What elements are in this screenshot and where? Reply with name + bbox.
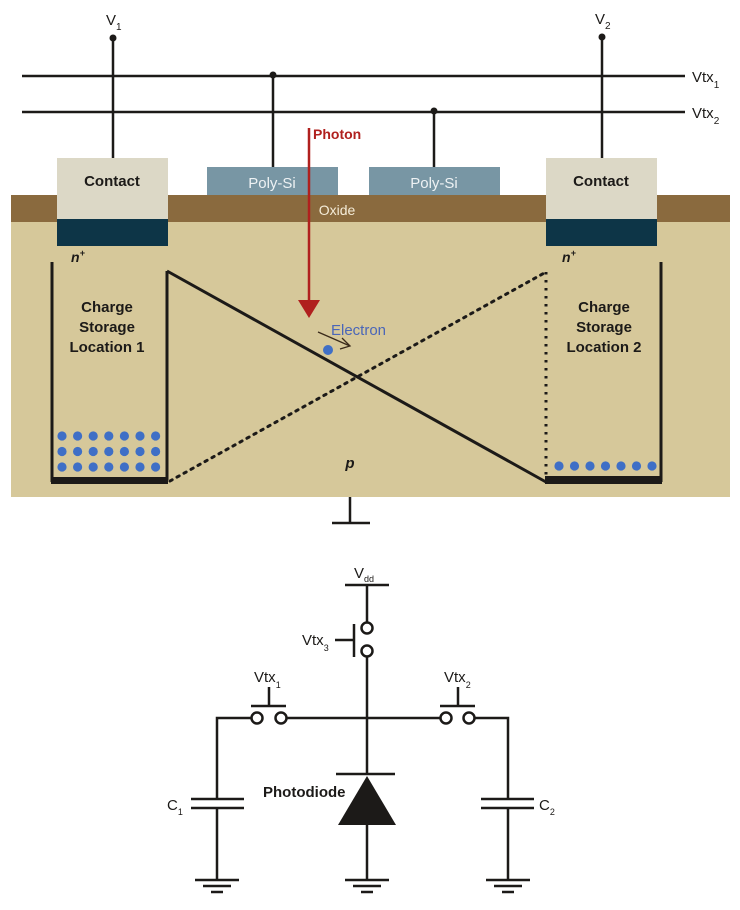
storage-1-line-1: Charge	[81, 299, 133, 316]
vtx2-switch-terminal-left	[439, 711, 453, 725]
stored-electron	[104, 446, 114, 457]
vtx2-switch-terminal-right	[462, 711, 476, 725]
storage-location-2-label: Charge Storage Location 2	[566, 299, 641, 356]
stored-electron	[616, 461, 626, 471]
photon-arrowhead	[298, 300, 320, 318]
c2-label: C2	[539, 797, 555, 817]
c1-branch-wire	[215, 716, 251, 800]
vtx1-circuit-label: Vtx1	[254, 669, 281, 690]
photodiode-icon	[338, 776, 396, 825]
contact-left-label: Contact	[84, 173, 140, 190]
n-plus-left-label: n+	[71, 248, 86, 265]
vdd-label: Vdd	[354, 565, 374, 584]
equivalent-circuit	[191, 583, 534, 894]
contact-right-label: Contact	[573, 173, 629, 190]
stored-electron	[151, 446, 161, 457]
electron-arrowhead-icon	[339, 337, 352, 350]
n-plus-left	[57, 219, 168, 246]
poly-si-left-label: Poly-Si	[248, 175, 296, 192]
gate1-junction-dot	[269, 71, 277, 79]
photodiode-label: Photodiode	[263, 784, 346, 801]
v1-node-dot	[109, 34, 117, 42]
stored-electron	[135, 462, 145, 472]
stored-electron	[600, 461, 611, 471]
vtx2-rail-label: Vtx2	[692, 105, 720, 127]
electron-motion-arrow	[317, 331, 351, 347]
storage-1-line-2: Storage	[79, 319, 135, 336]
stored-electron	[104, 431, 114, 441]
stored-electron	[151, 431, 161, 441]
poly-si-right-label: Poly-Si	[410, 175, 458, 192]
c1-label: C1	[167, 797, 183, 817]
contact-right	[546, 158, 657, 220]
stored-electron	[135, 446, 145, 457]
vtx3-terminal-top	[360, 621, 374, 635]
vtx1-switch-terminal-right	[274, 711, 288, 725]
well1-floor	[51, 477, 168, 484]
storage-1-line-3: Location 1	[69, 339, 144, 356]
well2-floor	[545, 476, 662, 484]
v2-node-dot	[598, 33, 606, 41]
stored-electrons-left	[57, 431, 161, 472]
gate2-junction-dot	[430, 107, 438, 115]
stored-electron	[569, 461, 580, 471]
stored-electron	[57, 446, 67, 457]
stored-electron	[135, 431, 145, 441]
stored-electron	[57, 431, 67, 441]
storage-location-1-label: Charge Storage Location 1	[69, 299, 144, 356]
potential-solid-slope	[166, 269, 547, 484]
stored-electron	[151, 462, 161, 472]
electron-label: Electron	[331, 322, 386, 339]
stored-electron	[104, 462, 114, 472]
p-substrate-label: p	[344, 455, 354, 472]
poly-si-gate-left	[207, 167, 338, 195]
n-plus-right-label: n+	[562, 248, 577, 265]
stored-electron	[73, 446, 83, 457]
electron-dot	[323, 345, 333, 355]
v2-label: V2	[595, 11, 611, 32]
cross-section: V1 V2 Vtx1 Vtx2 Contact Contact Poly-Si …	[11, 11, 730, 525]
photodiode-ground-icon	[345, 878, 389, 894]
stored-electron	[73, 462, 83, 472]
stored-electron	[119, 431, 129, 441]
storage-2-line-3: Location 2	[566, 339, 641, 356]
stored-electron	[73, 431, 83, 441]
stored-electron	[88, 462, 98, 472]
stored-electron	[57, 462, 67, 472]
oxide-label: Oxide	[319, 202, 356, 218]
stored-electron	[88, 431, 98, 441]
vtx1-switch-terminal-left	[250, 711, 264, 725]
stored-electron	[119, 446, 129, 457]
stored-electron	[631, 461, 642, 471]
stored-electron	[119, 462, 129, 472]
circuit-labels: Vdd Vtx3 Vtx1 Vtx2 C1 C2 Photodiode	[167, 565, 555, 817]
stored-electron	[88, 446, 98, 457]
stored-electron	[647, 461, 657, 471]
vtx3-terminal-bottom	[360, 644, 374, 658]
stored-electron	[554, 461, 564, 471]
c2-ground-icon	[486, 878, 530, 894]
poly-si-gate-right	[369, 167, 500, 195]
p-substrate	[11, 221, 730, 497]
stored-electron	[585, 461, 595, 471]
stored-electrons-right	[554, 461, 657, 471]
v1-label: V1	[106, 12, 122, 33]
storage-2-line-2: Storage	[576, 319, 632, 336]
vtx3-label: Vtx3	[302, 632, 329, 653]
storage-2-line-1: Charge	[578, 299, 630, 316]
n-plus-right	[546, 219, 657, 246]
contact-left	[57, 158, 168, 220]
photon-label: Photon	[313, 126, 361, 142]
potential-dotted-slope	[168, 270, 548, 483]
c2-branch-wire	[475, 716, 510, 800]
vtx1-rail-label: Vtx1	[692, 69, 720, 91]
vtx2-circuit-label: Vtx2	[444, 669, 471, 690]
c1-ground-icon	[195, 878, 239, 894]
